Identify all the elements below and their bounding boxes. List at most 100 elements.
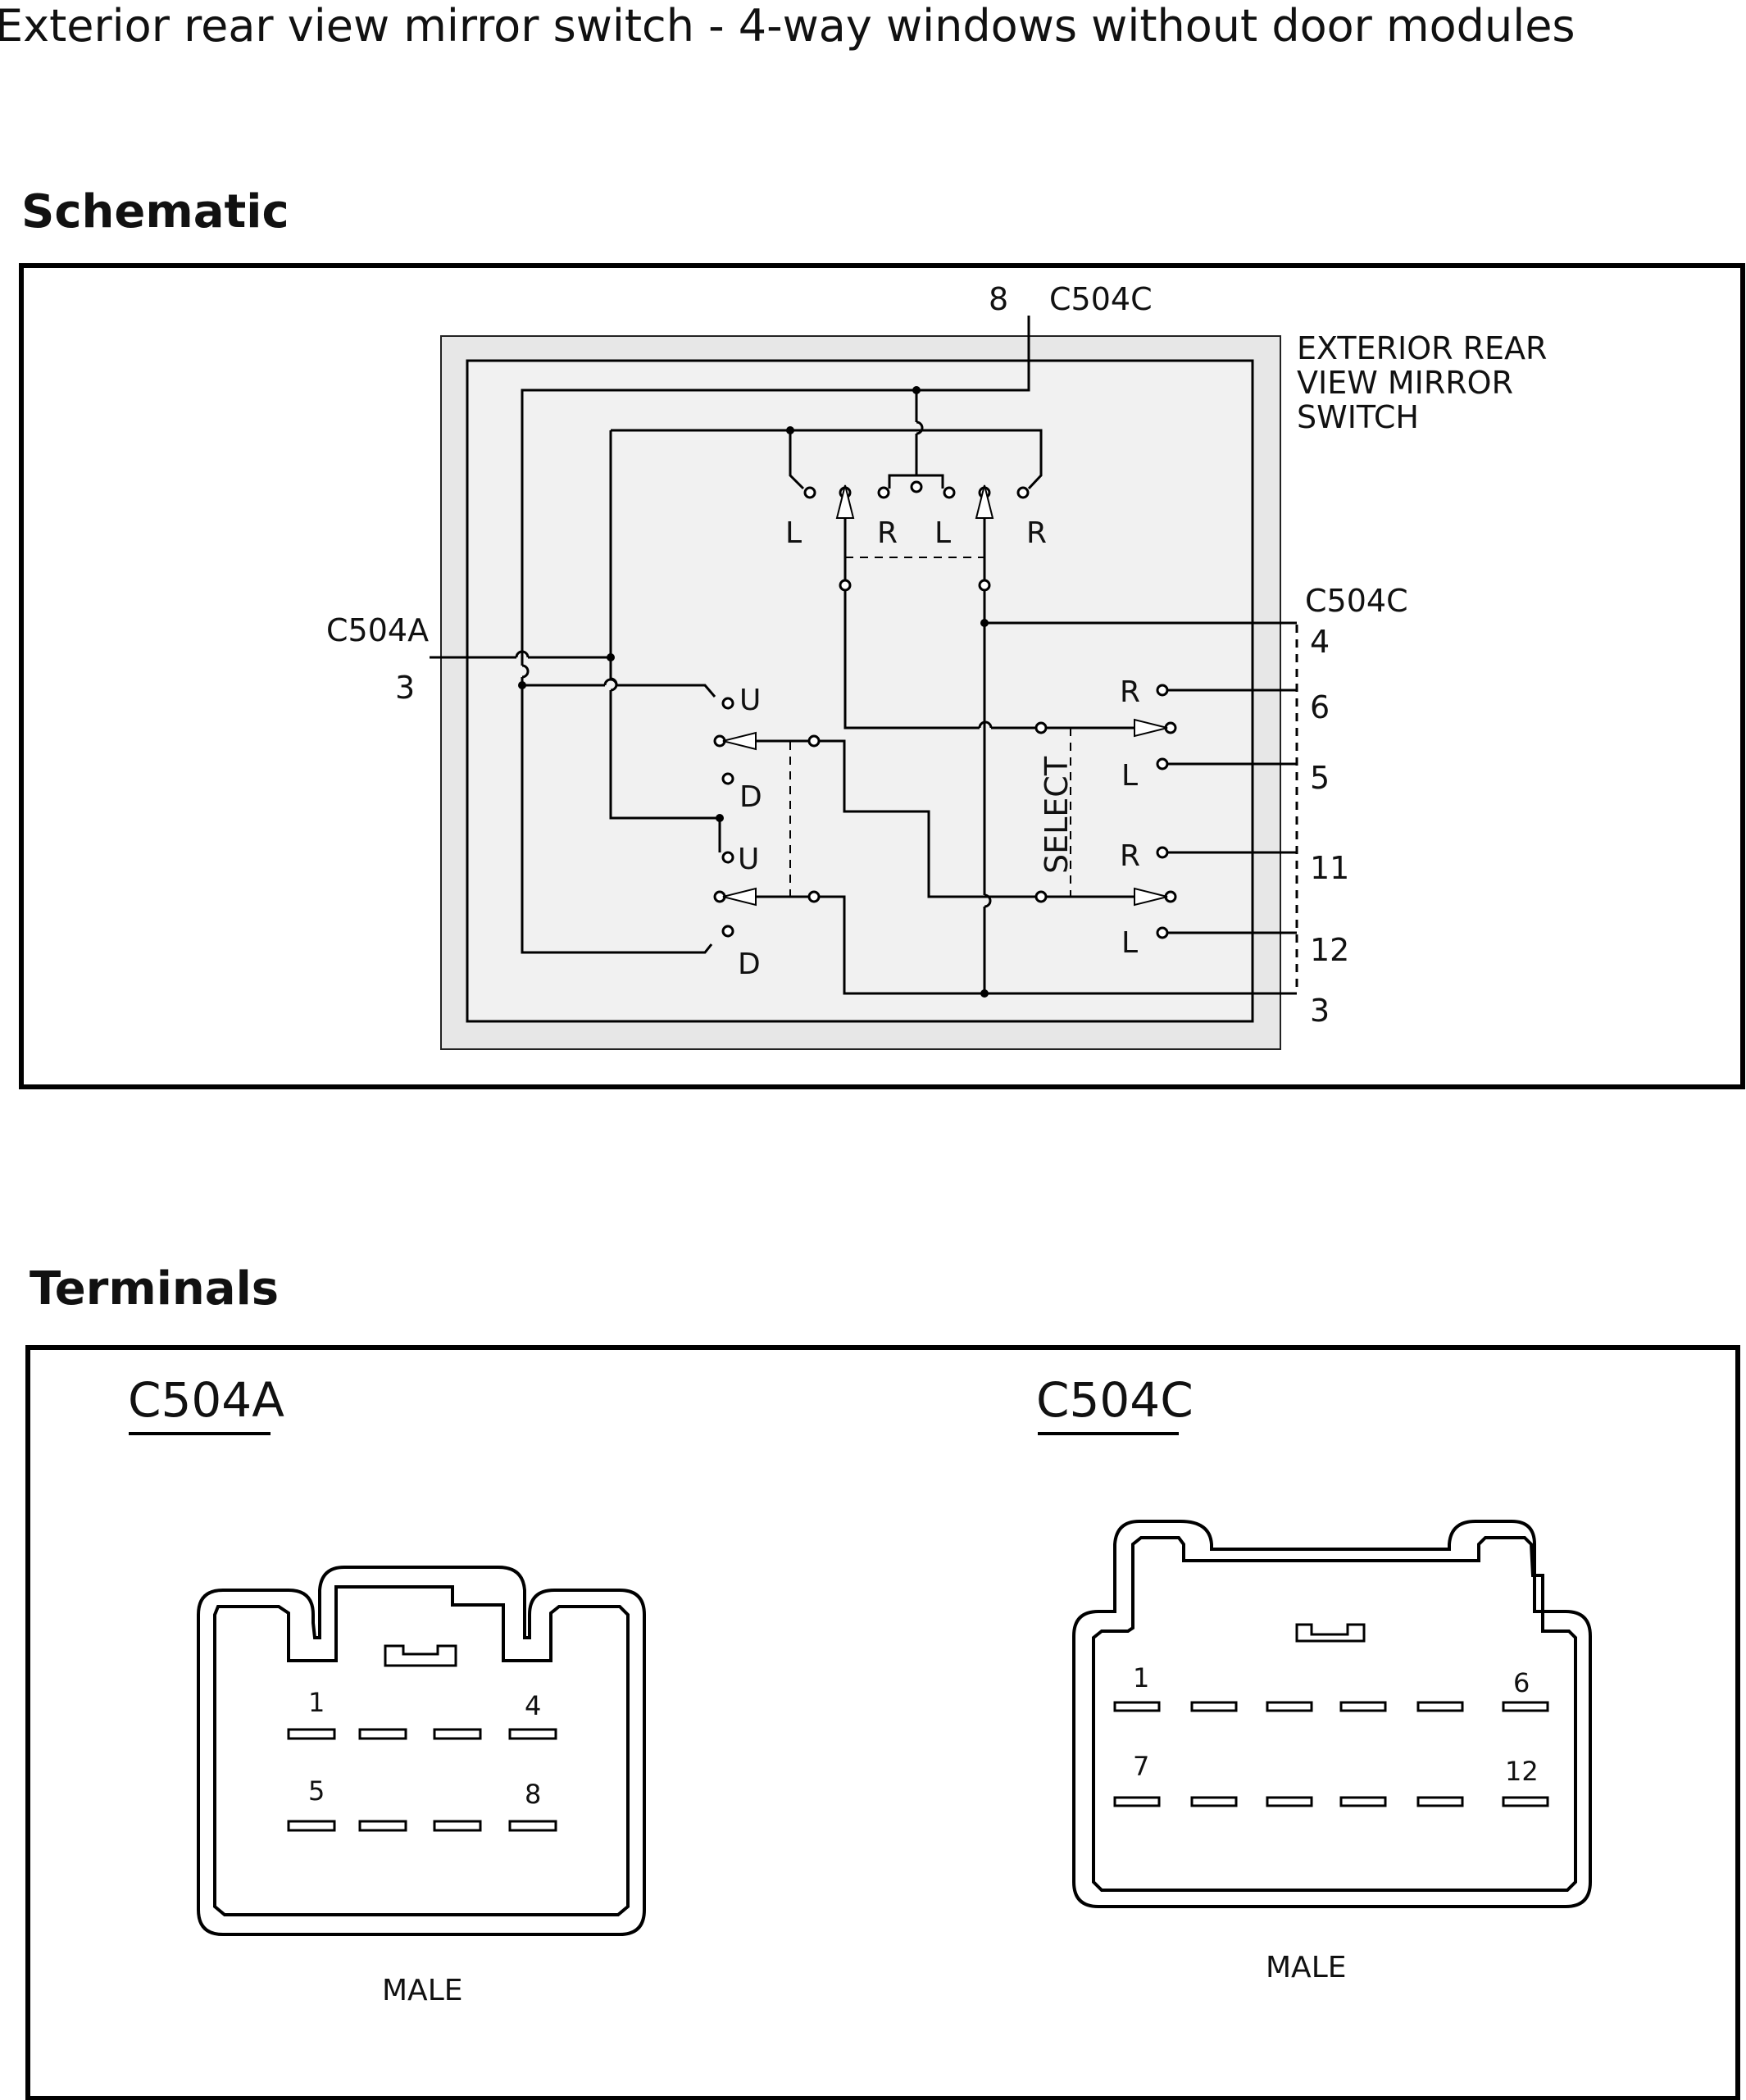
wire xyxy=(984,893,992,908)
contact xyxy=(910,480,923,493)
pin-slot xyxy=(1339,1701,1387,1712)
component-label-line-3: SWITCH xyxy=(1297,399,1419,435)
connector-latch xyxy=(384,1644,457,1667)
pin-label: 4 xyxy=(525,1690,541,1721)
contact xyxy=(1156,684,1169,697)
wiper-arrow xyxy=(722,887,757,907)
right-pin-label: 6 xyxy=(1310,689,1330,725)
pin-slot xyxy=(358,1728,407,1740)
contact xyxy=(721,772,734,785)
select-label: SELECT xyxy=(1039,756,1075,874)
pin-slot xyxy=(508,1728,557,1740)
terminals-frame xyxy=(25,1345,1740,2100)
connector-c504a: C504A 1 4 5 8 MALE xyxy=(128,1372,646,2007)
contact-label: L xyxy=(1121,926,1138,960)
top-connector-name: C504C xyxy=(1049,281,1153,317)
pin-slot xyxy=(433,1728,482,1740)
wire xyxy=(916,316,1030,392)
contact-label: R xyxy=(1120,839,1140,873)
junction xyxy=(716,814,724,822)
pin-slot xyxy=(1266,1796,1313,1807)
wire xyxy=(916,420,924,435)
pin-label: 8 xyxy=(525,1779,541,1810)
wire xyxy=(515,650,530,658)
contact-label: L xyxy=(934,516,951,550)
wire xyxy=(603,678,618,686)
contact xyxy=(1156,926,1169,939)
contact xyxy=(1156,757,1169,770)
pin-slot xyxy=(1190,1701,1238,1712)
component-label-line-1: EXTERIOR REAR xyxy=(1297,330,1547,366)
junction xyxy=(912,386,921,394)
contact xyxy=(1034,890,1048,903)
wiper-arrow xyxy=(975,484,994,519)
pin-label: 6 xyxy=(1513,1667,1530,1698)
contact xyxy=(807,734,821,748)
right-pin-label: 4 xyxy=(1310,624,1330,660)
wire xyxy=(430,429,1043,659)
gender-label: MALE xyxy=(1266,1951,1347,1984)
contact xyxy=(978,579,991,592)
right-connector-name: C504C xyxy=(1305,583,1408,619)
contact xyxy=(1016,486,1030,499)
contact-label: D xyxy=(739,780,762,814)
wire xyxy=(1162,689,1297,934)
right-pin-label: 3 xyxy=(1310,993,1330,1029)
junction xyxy=(786,426,794,434)
component-label-line-2: VIEW MIRROR xyxy=(1297,365,1513,401)
wiper-arrow xyxy=(1134,887,1168,907)
connector-housing-outer xyxy=(197,1566,646,1936)
contact xyxy=(943,486,956,499)
contact-label: R xyxy=(1026,516,1047,550)
pin-slot xyxy=(433,1820,482,1832)
contact xyxy=(807,890,821,903)
wire xyxy=(521,664,530,679)
junction xyxy=(980,619,989,627)
wiper-arrow xyxy=(722,731,757,751)
pin-label: 1 xyxy=(308,1687,325,1718)
wiper-arrow xyxy=(835,484,855,519)
contact-label: L xyxy=(1121,759,1138,793)
junction xyxy=(980,989,989,998)
connector-housing-inner xyxy=(1092,1536,1577,1892)
pin-slot xyxy=(508,1820,557,1832)
gender-label: MALE xyxy=(382,1974,463,2007)
pin-labels: 1 4 5 8 xyxy=(308,1687,541,1810)
pin-slot xyxy=(1502,1796,1549,1807)
wire xyxy=(522,684,716,698)
page-title: Exterior rear view mirror switch - 4-way… xyxy=(0,0,1575,52)
pin-slot xyxy=(1190,1796,1238,1807)
pin-slot xyxy=(1266,1701,1313,1712)
connector-title: C504C xyxy=(1036,1372,1194,1428)
junction xyxy=(518,681,526,689)
contact xyxy=(721,925,734,938)
pin-slots xyxy=(287,1728,557,1832)
connector-latch xyxy=(1295,1623,1366,1643)
wire xyxy=(789,430,805,490)
right-pin-label: 5 xyxy=(1310,760,1330,796)
pin-slot xyxy=(1416,1701,1464,1712)
terminals-panel: C504A 1 4 5 8 MALE xyxy=(25,1345,1740,2100)
left-connector-pin: 3 xyxy=(395,670,415,706)
left-connector-name: C504A xyxy=(326,612,429,648)
pin-slot xyxy=(287,1728,336,1740)
contact xyxy=(721,851,734,864)
contact xyxy=(877,486,890,499)
wire xyxy=(843,518,986,585)
contact-label: R xyxy=(1120,675,1140,709)
contact xyxy=(839,579,852,592)
wiper-arrow xyxy=(1134,718,1168,738)
pin-slots xyxy=(1113,1701,1549,1807)
wires xyxy=(430,316,1297,995)
pin-label: 12 xyxy=(1505,1756,1539,1787)
pin-slot xyxy=(287,1820,336,1832)
pin-slot xyxy=(1339,1796,1387,1807)
pin-label: 5 xyxy=(308,1775,325,1807)
connector-title: C504A xyxy=(128,1372,284,1428)
contact xyxy=(1034,721,1048,734)
wiper-arrows xyxy=(722,484,1168,907)
terminals-section-title: Terminals xyxy=(30,1262,280,1316)
component-label: EXTERIOR REAR VIEW MIRROR SWITCH xyxy=(1297,330,1547,435)
schematic-frame xyxy=(19,263,1745,1089)
schematic-section-title: Schematic xyxy=(21,185,289,239)
